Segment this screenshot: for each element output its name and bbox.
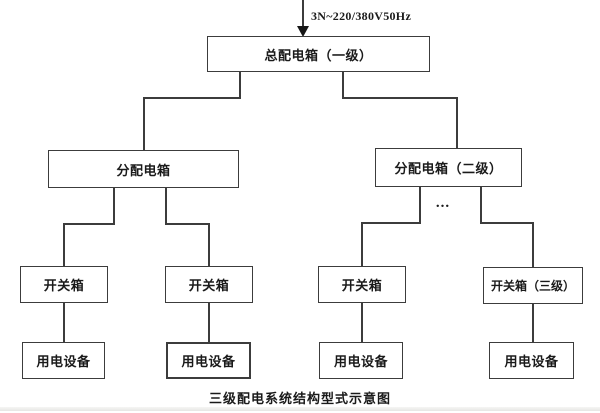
node-equipment-3: 用电设备 (319, 342, 403, 379)
connector-line (208, 223, 210, 266)
node-switch-box-3: 开关箱 (318, 266, 406, 303)
arrow-down-icon (297, 26, 309, 37)
connector-line (361, 303, 363, 342)
scan-edge-artifact (0, 407, 600, 411)
connector-line (239, 72, 241, 99)
node-main-distribution-box: 总配电箱（一级） (207, 36, 430, 72)
connector-line (361, 222, 421, 224)
connector-line (456, 97, 458, 148)
connector-line (143, 97, 145, 150)
more-branches-ellipsis: ... (435, 195, 451, 211)
connector-line (532, 222, 534, 267)
node-switch-box-1: 开关箱 (20, 266, 108, 303)
connector-line (480, 187, 482, 224)
node-label: 开关箱（三级） (490, 279, 575, 293)
power-feed-label: 3N~220/380V50Hz (311, 9, 412, 23)
node-switch-box-2: 开关箱 (165, 266, 253, 303)
connector-line (419, 187, 421, 224)
node-label: 开关箱 (341, 278, 383, 293)
node-label: 开关箱 (188, 278, 230, 293)
node-label: 用电设备 (36, 354, 91, 369)
node-label: 用电设备 (181, 354, 236, 369)
node-equipment-2: 用电设备 (166, 342, 251, 379)
node-label: 开关箱 (43, 278, 85, 293)
connector-line (165, 223, 210, 225)
connector-line (342, 72, 344, 99)
connector-line (342, 97, 458, 99)
node-equipment-1: 用电设备 (22, 342, 105, 379)
connector-line (113, 188, 115, 225)
node-label: 分配电箱 (116, 162, 171, 178)
connector-line (143, 97, 241, 99)
node-distribution-box-1: 分配电箱 (48, 150, 239, 188)
connector-line (63, 223, 65, 266)
node-label: 分配电箱（二级） (394, 161, 503, 176)
connector-line (165, 188, 167, 225)
node-label: 用电设备 (504, 354, 559, 369)
node-equipment-4: 用电设备 (489, 342, 574, 379)
power-feed-line (302, 0, 304, 29)
connector-line (532, 304, 534, 342)
node-switch-box-4: 开关箱（三级） (483, 267, 583, 304)
node-label: 总配电箱（一级） (264, 47, 373, 63)
connector-line (63, 303, 65, 342)
connector-line (63, 223, 115, 225)
node-label: 用电设备 (333, 354, 388, 369)
node-distribution-box-2: 分配电箱（二级） (375, 148, 522, 187)
connector-line (361, 222, 363, 266)
connector-line (480, 222, 534, 224)
connector-line (208, 303, 210, 342)
figure-caption: 三级配电系统结构型式示意图 (208, 391, 391, 406)
